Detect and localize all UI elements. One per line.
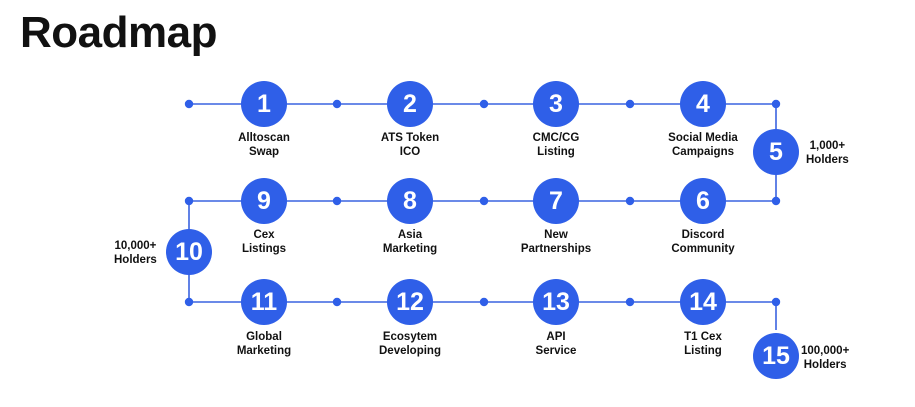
milestone-number: 9 <box>257 186 271 215</box>
track-dot <box>479 99 489 109</box>
milestone-label-line2: Holders <box>803 359 847 371</box>
milestone-number: 5 <box>769 137 783 166</box>
milestone-label-line1: API <box>546 331 566 343</box>
milestone-10-label: 10,000+ Holders <box>114 239 157 267</box>
milestone-label-line1: Alltoscan <box>238 132 290 144</box>
milestone-label-line1: T1 Cex <box>684 331 722 343</box>
milestone-13-label: API Service <box>491 330 621 358</box>
milestone-3-label: CMC/CG Listing <box>491 131 621 159</box>
milestone-label-line2: ICO <box>399 146 421 158</box>
milestone-14-circle: 14 <box>680 279 726 325</box>
milestone-label-line1: 100,000+ <box>801 345 850 357</box>
milestone-label-line2: Developing <box>379 345 441 357</box>
milestone-2-circle: 2 <box>387 81 433 127</box>
milestone-15-circle: 15 <box>753 333 799 379</box>
track-dot <box>625 99 635 109</box>
milestone-6-circle: 6 <box>680 178 726 224</box>
milestone-13-circle: 13 <box>533 279 579 325</box>
milestone-10-circle: 10 <box>166 229 212 275</box>
milestone-12-circle: 12 <box>387 279 433 325</box>
milestone-label-line2: Swap <box>248 146 280 158</box>
milestone-label-line1: New <box>544 229 568 241</box>
milestone-label-line2: Campaigns <box>672 146 734 158</box>
milestone-8-circle: 8 <box>387 178 433 224</box>
track-dot <box>771 297 781 307</box>
milestone-label-line1: Cex <box>253 229 275 241</box>
milestone-label-line2: Partnerships <box>520 243 592 255</box>
milestone-label-line1: Global <box>246 331 282 343</box>
track-dot <box>332 196 342 206</box>
milestone-number: 6 <box>696 186 710 215</box>
track-dot <box>479 196 489 206</box>
track-dot <box>771 196 781 206</box>
milestone-number: 2 <box>403 89 417 118</box>
milestone-number: 11 <box>250 287 278 316</box>
page-title: Roadmap <box>20 8 217 57</box>
milestone-1-circle: 1 <box>241 81 287 127</box>
milestone-label-line2: Service <box>535 345 577 357</box>
milestone-9-circle: 9 <box>241 178 287 224</box>
milestone-number: 8 <box>403 186 417 215</box>
milestone-number: 13 <box>542 287 570 316</box>
milestone-label-line1: Asia <box>397 229 423 241</box>
track-dot <box>332 297 342 307</box>
milestone-label-line1: Social Media <box>668 132 738 144</box>
milestone-15-label: 100,000+ Holders <box>801 344 849 372</box>
track-dot <box>771 99 781 109</box>
milestone-5-circle: 5 <box>753 129 799 175</box>
track-dot <box>625 297 635 307</box>
milestone-7-circle: 7 <box>533 178 579 224</box>
milestone-label-line2: Marketing <box>382 243 438 255</box>
milestone-number: 7 <box>549 186 563 215</box>
milestone-label-line1: 10,000+ <box>114 240 157 252</box>
milestone-number: 14 <box>689 287 717 316</box>
milestone-5-label: 1,000+ Holders <box>806 139 849 167</box>
track-dot <box>184 99 194 109</box>
track-dots <box>184 99 781 307</box>
milestone-label-line2: Marketing <box>236 345 292 357</box>
milestone-label-line1: CMC/CG <box>532 132 580 144</box>
milestone-number: 4 <box>696 89 710 118</box>
milestone-3-circle: 3 <box>533 81 579 127</box>
track-dot <box>625 196 635 206</box>
milestone-label-line2: Listing <box>684 345 722 357</box>
milestone-number: 10 <box>175 237 203 266</box>
milestone-label-line2: Community <box>671 243 735 255</box>
milestone-number: 1 <box>257 89 271 118</box>
milestone-number: 15 <box>762 341 790 370</box>
track-dot <box>184 297 194 307</box>
milestone-label-line2: Listing <box>537 146 575 158</box>
milestone-number: 3 <box>549 89 563 118</box>
milestone-label-line1: Ecosytem <box>382 331 438 343</box>
milestone-label-line2: Holders <box>806 154 849 166</box>
track-dot <box>332 99 342 109</box>
milestone-4-circle: 4 <box>680 81 726 127</box>
track-dot <box>479 297 489 307</box>
milestone-11-circle: 11 <box>241 279 287 325</box>
milestone-label-line2: Holders <box>114 254 157 266</box>
milestone-label-line1: ATS Token <box>380 132 440 144</box>
milestone-label-line1: 1,000+ <box>809 140 846 152</box>
track-dot <box>184 196 194 206</box>
milestone-label-line1: Discord <box>681 229 725 241</box>
milestone-number: 12 <box>396 287 424 316</box>
milestone-label-line2: Listings <box>241 243 287 255</box>
